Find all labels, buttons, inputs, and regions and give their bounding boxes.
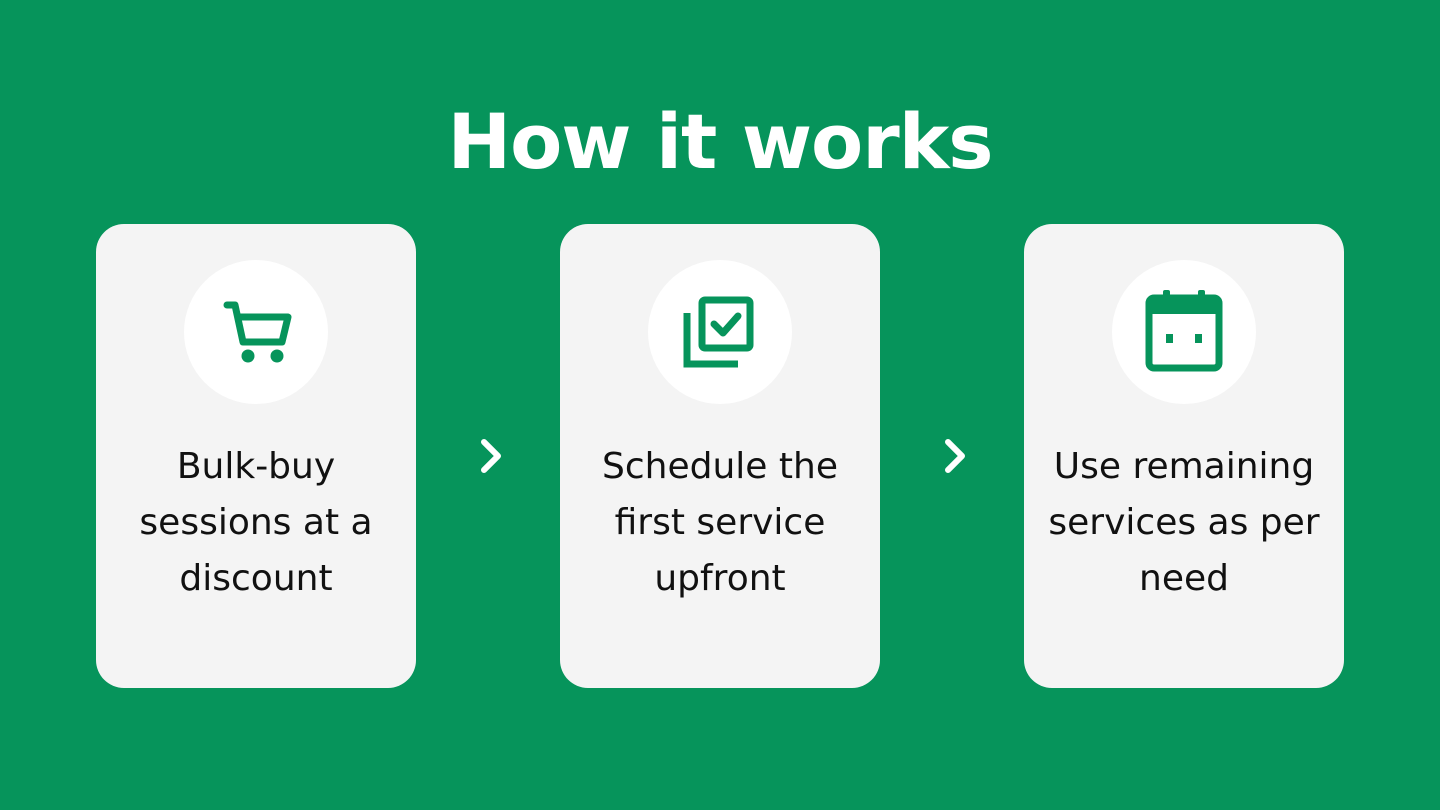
shopping-cart-icon [223, 301, 292, 363]
page-title: How it works [447, 97, 993, 186]
step-icon-badge [648, 260, 792, 404]
step-icon-badge [1112, 260, 1256, 404]
step-card-schedule: Schedule the first service upfront [560, 224, 880, 688]
step-card-bulk-buy: Bulk-buy sessions at a discount [96, 224, 416, 688]
chevron-right-icon [934, 434, 974, 478]
step-text: Bulk-buy sessions at a discount [139, 446, 373, 599]
step-text: Use remaining services as per need [1048, 446, 1320, 599]
step-card-remaining: Use remaining services as per need [1024, 224, 1344, 688]
chevron-right-icon [470, 434, 510, 478]
step-icon-badge [184, 260, 328, 404]
checked-stack-icon [683, 296, 754, 368]
step-text: Schedule the first service upfront [602, 446, 838, 599]
calendar-icon [1145, 290, 1223, 372]
